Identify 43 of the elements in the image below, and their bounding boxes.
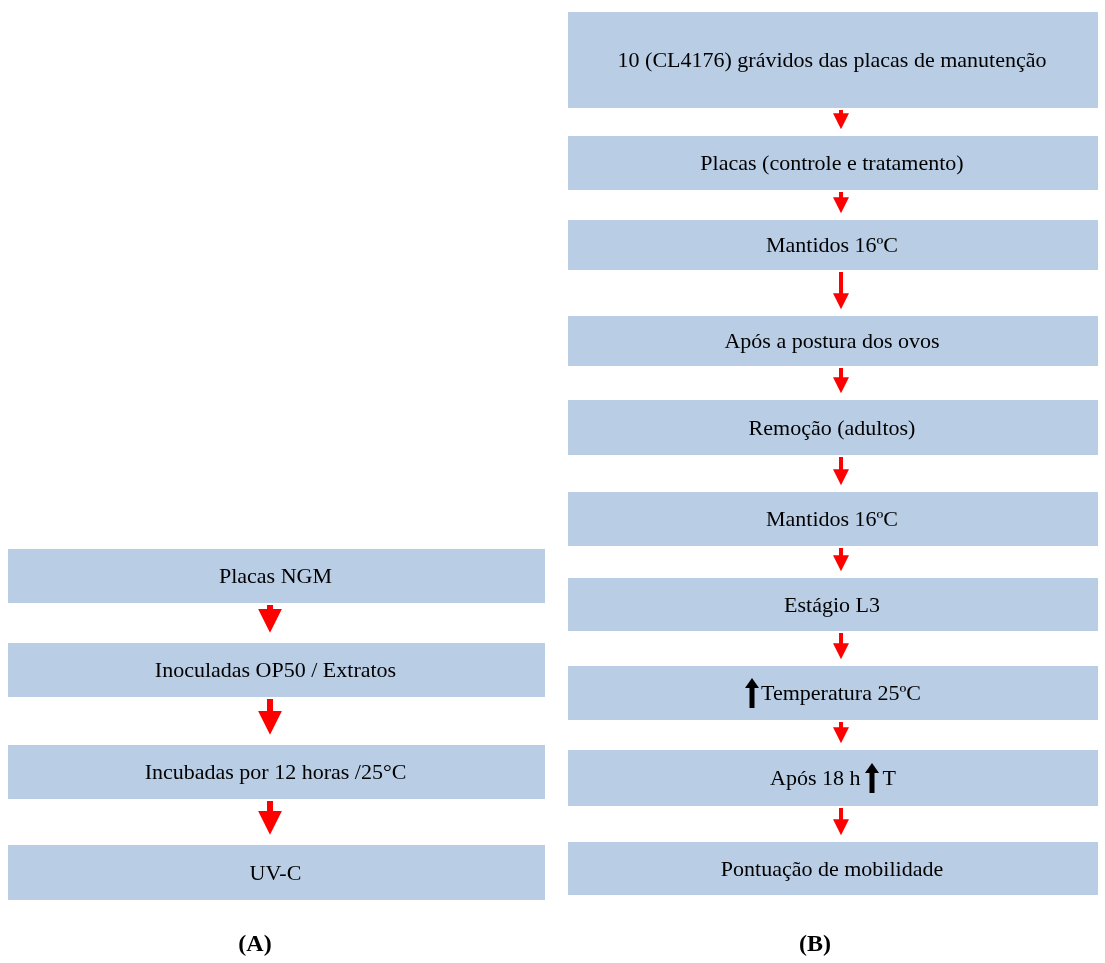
arrow bbox=[833, 368, 849, 394]
step-text: Após a postura dos ovos bbox=[724, 327, 940, 356]
arrow bbox=[258, 801, 282, 835]
step-text: Incubadas por 12 horas /25°C bbox=[144, 758, 407, 787]
process-box bbox=[568, 220, 1098, 270]
process-box bbox=[8, 745, 545, 799]
step-text: Inoculadas OP50 / Extratos bbox=[154, 656, 397, 685]
step-text: Placas (controle e tratamento) bbox=[700, 149, 964, 178]
panel-label: (B) bbox=[798, 929, 832, 958]
panel-label: (A) bbox=[237, 929, 273, 958]
step-text: UV-C bbox=[249, 858, 302, 887]
step-text: Temperatura 25ºC bbox=[761, 679, 921, 708]
step-text: Estágio L3 bbox=[784, 590, 880, 619]
process-box bbox=[568, 666, 1098, 720]
process-box bbox=[568, 316, 1098, 366]
arrow bbox=[833, 548, 849, 572]
step-text: Após 18 h bbox=[770, 764, 861, 793]
process-box bbox=[568, 750, 1098, 806]
arrow bbox=[258, 699, 282, 735]
process-box bbox=[8, 643, 545, 697]
arrow bbox=[833, 272, 849, 310]
arrow bbox=[833, 457, 849, 486]
process-box bbox=[8, 845, 545, 900]
arrow bbox=[833, 633, 849, 660]
step-text: 10 (CL4176) grávidos das placas de manutenção bbox=[617, 46, 1047, 75]
process-box bbox=[568, 136, 1098, 190]
arrow bbox=[258, 605, 282, 633]
process-box bbox=[568, 842, 1098, 895]
step-text: Pontuação de mobilidade bbox=[720, 854, 944, 883]
step-text: T bbox=[882, 764, 896, 793]
process-box bbox=[8, 549, 545, 603]
arrow bbox=[833, 722, 849, 744]
step-text: Placas NGM bbox=[218, 562, 332, 591]
step-text: Mantidos 16ºC bbox=[765, 505, 899, 534]
step-text: Remoção (adultos) bbox=[748, 413, 916, 442]
step-text: Mantidos 16ºC bbox=[765, 231, 899, 260]
process-box bbox=[568, 578, 1098, 631]
arrow bbox=[833, 192, 849, 214]
arrow bbox=[833, 110, 849, 130]
process-box bbox=[568, 12, 1098, 108]
process-box bbox=[568, 492, 1098, 546]
process-box bbox=[568, 400, 1098, 455]
arrow bbox=[833, 808, 849, 836]
